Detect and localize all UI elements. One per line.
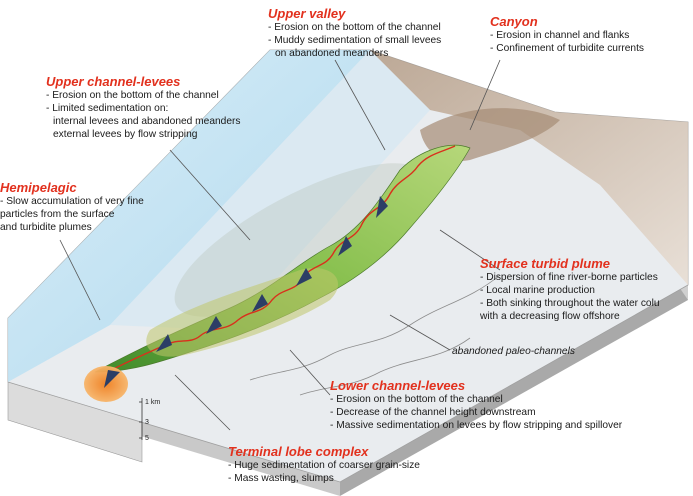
label-upper-valley: Upper valley - Erosion on the bottom of … [268,6,441,60]
label-canyon: Canyon - Erosion in channel and flanks -… [490,14,644,55]
upper-channel-levees-title: Upper channel-levees [46,74,240,89]
label-upper-channel-levees: Upper channel-levees - Erosion on the bo… [46,74,240,141]
lower-channel-levees-item-2: - Decrease of the channel height downstr… [330,406,622,419]
lower-channel-levees-item-1: - Erosion on the bottom of the channel [330,393,622,406]
depth-scale-5: 5 [145,434,149,443]
hemipelagic-title: Hemipelagic [0,180,144,195]
hemipelagic-item-2: particles from the surface [0,208,144,221]
upper-valley-title: Upper valley [268,6,441,21]
hemipelagic-item-3: and turbidite plumes [0,221,144,234]
hemipelagic-item-1: - Slow accumulation of very fine [0,195,144,208]
label-lower-channel-levees: Lower channel-levees - Erosion on the bo… [330,378,622,432]
surface-turbid-plume-item-2: - Local marine production [480,284,660,297]
terminal-lobe-complex-item-1: - Huge sedimentation of coarser grain-si… [228,459,420,472]
depth-scale-3: 3 [145,418,149,427]
upper-channel-levees-item-2: - Limited sedimentation on: [46,102,240,115]
lower-channel-levees-title: Lower channel-levees [330,378,622,393]
surface-turbid-plume-item-3: - Both sinking throughout the water colu [480,297,660,310]
upper-valley-item-1: - Erosion on the bottom of the channel [268,21,441,34]
depth-scale-1km: 1 km [145,398,160,407]
upper-valley-item-3: on abandoned meanders [268,47,441,60]
canyon-item-2: - Confinement of turbidite currents [490,42,644,55]
surface-turbid-plume-title: Surface turbid plume [480,256,660,271]
upper-valley-item-2: - Muddy sedimentation of small levees [268,34,441,47]
canyon-title: Canyon [490,14,644,29]
label-terminal-lobe-complex: Terminal lobe complex - Huge sedimentati… [228,444,420,485]
canyon-item-1: - Erosion in channel and flanks [490,29,644,42]
surface-turbid-plume-item-4: with a decreasing flow offshore [480,310,660,323]
label-hemipelagic: Hemipelagic - Slow accumulation of very … [0,180,144,234]
label-surface-turbid-plume: Surface turbid plume - Dispersion of fin… [480,256,660,323]
upper-channel-levees-item-1: - Erosion on the bottom of the channel [46,89,240,102]
upper-channel-levees-item-3: internal levees and abandoned meanders [46,115,240,128]
terminal-lobe-complex-title: Terminal lobe complex [228,444,420,459]
lower-channel-levees-item-3: - Massive sedimentation on levees by flo… [330,419,622,432]
surface-turbid-plume-item-1: - Dispersion of fine river-borne particl… [480,271,660,284]
upper-channel-levees-item-4: external levees by flow stripping [46,128,240,141]
terminal-lobe-complex-item-2: - Mass wasting, slumps [228,472,420,485]
label-abandoned-paleo-channels: abandoned paleo-channels [452,346,575,357]
